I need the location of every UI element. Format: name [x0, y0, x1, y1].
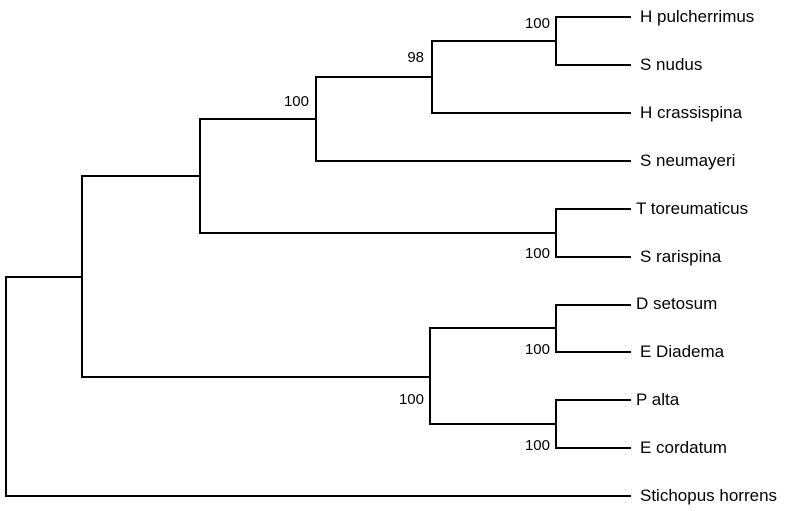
support-label-pulcherrimus-nudus: 100 [525, 15, 550, 32]
support-label-setosum-diadema: 100 [525, 341, 550, 358]
support-label-alta-cordatum: 100 [525, 437, 550, 454]
taxon-label-s-rarispina: S rarispina [640, 247, 722, 266]
support-label-crassispina-clade: 98 [407, 49, 424, 66]
tree-branches [5, 16, 631, 497]
taxon-label-t-toreumaticus: T toreumaticus [636, 199, 748, 218]
taxon-label-p-alta: P alta [636, 390, 680, 409]
taxon-label-stichopus-horrens: Stichopus horrens [640, 486, 777, 505]
taxon-label-h-pulcherrimus: H pulcherrimus [640, 7, 754, 26]
taxon-label-e-cordatum: E cordatum [640, 438, 727, 457]
taxon-label-s-neumayeri: S neumayeri [640, 151, 735, 170]
taxon-label-e-diadema: E Diadema [640, 342, 725, 361]
support-label-irregular-clade: 100 [399, 391, 424, 408]
taxon-label-h-crassispina: H crassispina [640, 103, 743, 122]
taxon-label-d-setosum: D setosum [636, 294, 717, 313]
support-label-toreumaticus-rarispina: 100 [525, 245, 550, 262]
taxon-label-s-nudus: S nudus [640, 55, 702, 74]
support-label-neumayeri-clade: 100 [284, 93, 309, 110]
